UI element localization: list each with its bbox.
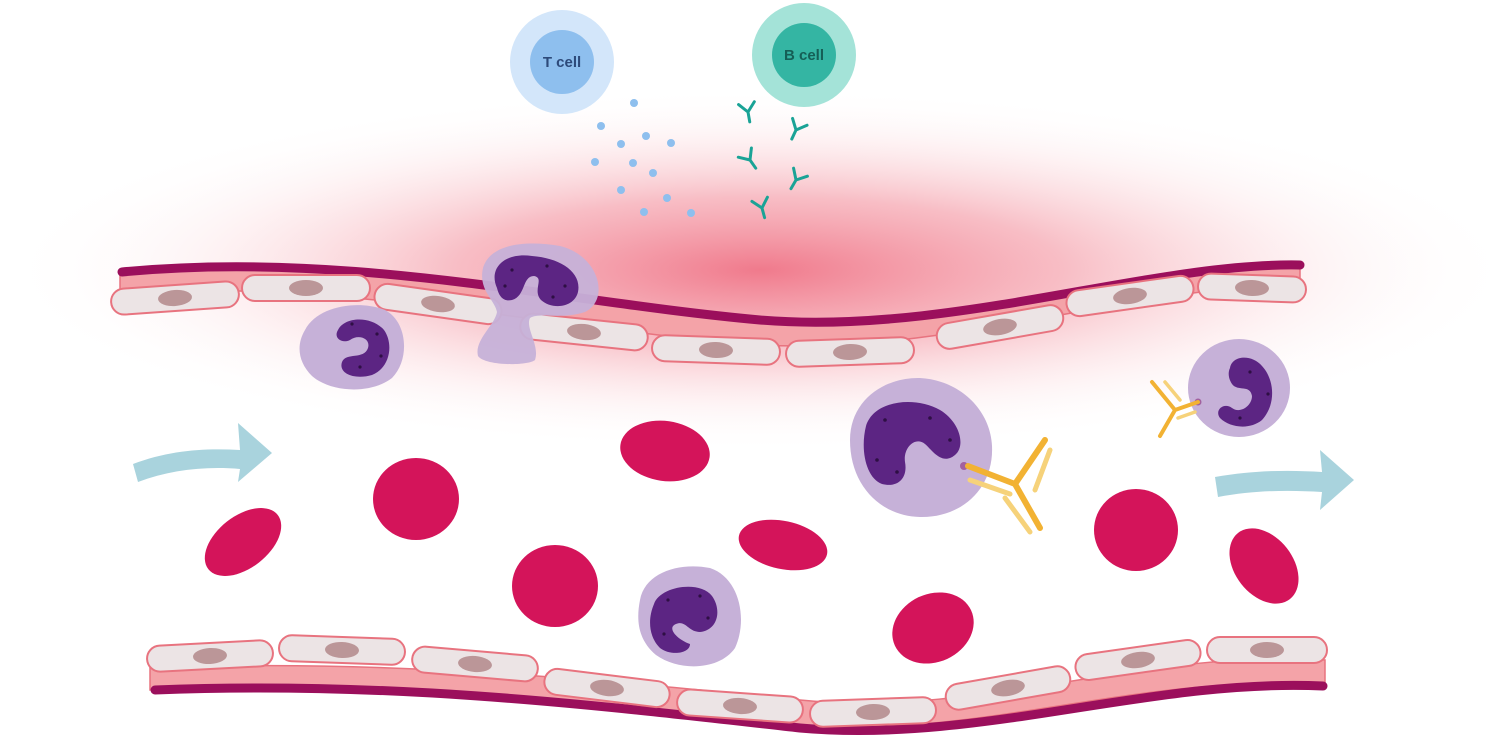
t-cell-nucleus (530, 30, 594, 94)
endothelial-nucleus (590, 679, 624, 697)
cytokine-dot (617, 186, 625, 194)
endothelial-nucleus (1113, 287, 1147, 305)
bound-antibody (965, 437, 1053, 535)
red-blood-cell (620, 420, 710, 482)
endothelial-nucleus (1250, 642, 1284, 658)
transmigrating-leukocyte (477, 243, 599, 365)
endothelial-cell (944, 665, 1072, 711)
b-cell: B cell (752, 3, 856, 107)
endothelial-cell (1197, 272, 1307, 304)
endothelial-nucleus (1235, 279, 1269, 297)
endothelial-nucleus (723, 697, 757, 715)
endothelial-nucleus (1121, 651, 1155, 669)
cytokine-dot (663, 194, 671, 202)
antibody-icon (789, 166, 809, 191)
endothelial-cell (278, 634, 406, 666)
endothelial-cell (1206, 636, 1328, 664)
leukocyte-nucleus (494, 255, 579, 307)
endothelial-nucleus (325, 641, 359, 659)
cytokine-dot (649, 169, 657, 177)
endothelial-cell (1065, 274, 1195, 318)
red-blood-cell (373, 458, 459, 540)
arrow-right-icon (133, 423, 272, 482)
arrow-right-icon (1215, 450, 1354, 510)
endothelial-cell (809, 696, 937, 728)
endothelial-nucleus (567, 323, 601, 341)
cytokine-dot (640, 208, 648, 216)
cytokines (591, 99, 695, 217)
circulating-leukocyte (638, 566, 742, 667)
endothelial-cell (935, 304, 1065, 350)
t-cell-label: T cell (543, 54, 581, 71)
rolling-leukocyte (299, 305, 405, 390)
antibody-icon (737, 100, 756, 124)
red-blood-cell (892, 592, 974, 664)
cytokine-dot (617, 140, 625, 148)
endothelial-cell (543, 667, 671, 709)
leukocyte-nucleus (863, 402, 961, 485)
antibody-icon (750, 195, 769, 220)
t-cell: T cell (510, 10, 614, 114)
endothelial-cell (411, 645, 539, 683)
b-cell-label: B cell (784, 47, 824, 64)
leukocyte-nucleus (1218, 357, 1273, 427)
endothelial-nucleus (983, 318, 1017, 336)
endothelial-nucleus (158, 289, 192, 307)
red-blood-cells (204, 420, 1299, 664)
red-blood-cell (512, 545, 598, 627)
b-cell-nucleus (772, 23, 836, 87)
endothelial-nucleus (833, 343, 867, 361)
red-blood-cell (738, 519, 828, 571)
endothelial-nucleus (458, 655, 492, 673)
red-blood-cell (204, 508, 282, 576)
endothelial-cell (651, 334, 781, 366)
lower-endothelial-cells (146, 634, 1328, 728)
endothelial-cell (146, 639, 274, 673)
endothelial-nucleus (289, 280, 323, 296)
endothelial-nucleus (991, 679, 1025, 697)
antibody-icon (790, 116, 809, 141)
lower-vessel-boundary (150, 680, 1328, 735)
endothelial-cell (1074, 639, 1202, 681)
endothelial-cell (676, 688, 804, 724)
endothelial-nucleus (856, 703, 890, 721)
endothelial-nucleus (699, 341, 733, 359)
endothelial-nucleus (193, 647, 227, 665)
endothelial-cell (519, 312, 649, 352)
cytokine-dot (630, 99, 638, 107)
free-antibodies (736, 100, 809, 220)
endothelial-cell (785, 336, 915, 368)
cytokine-dot (597, 122, 605, 130)
bound-antibody (1150, 380, 1200, 438)
red-blood-cell (1229, 528, 1299, 604)
cytokine-dot (591, 158, 599, 166)
endothelial-cell (110, 280, 240, 316)
cytokine-dot (629, 159, 637, 167)
red-blood-cell (1094, 489, 1178, 571)
cytokine-dot (667, 139, 675, 147)
antibody-icon (736, 146, 758, 170)
cytokine-dot (687, 209, 695, 217)
leukocyte-nucleus (650, 586, 718, 653)
cytokine-dot (642, 132, 650, 140)
endothelial-nucleus (421, 295, 455, 313)
upper-endothelial-cells (110, 272, 1307, 368)
opsonized-leukocyte-small (1188, 339, 1290, 437)
endothelial-cell (241, 274, 371, 302)
opsonized-leukocyte (850, 377, 993, 518)
